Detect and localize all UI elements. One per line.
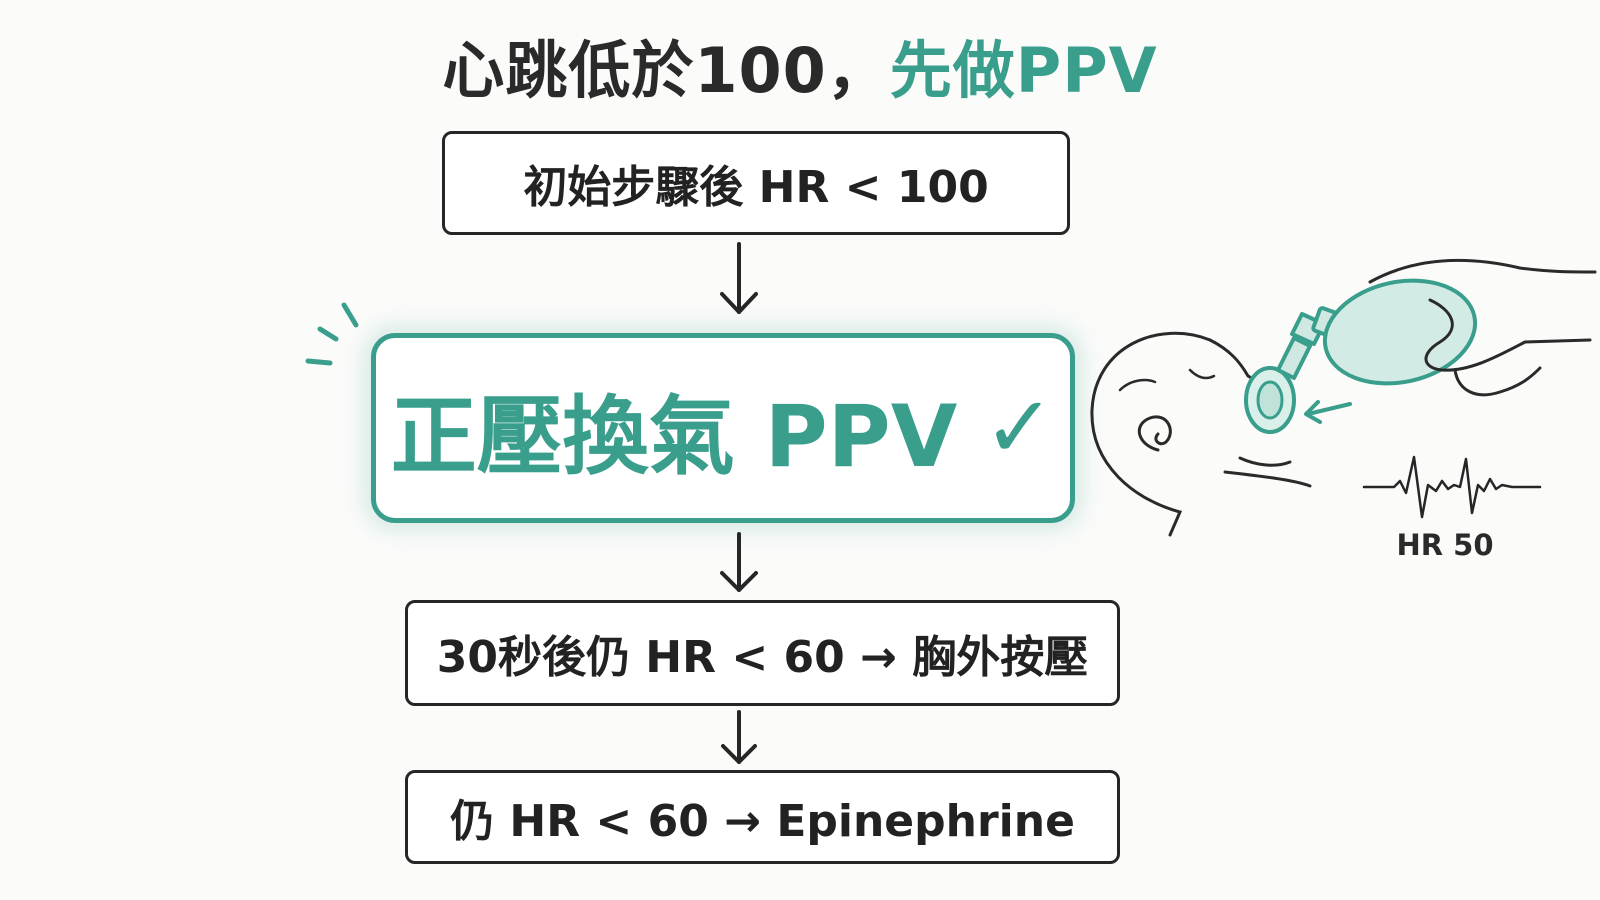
arrow-down-icon (720, 532, 758, 592)
infant-ppv-illustration (1090, 258, 1597, 537)
emphasis-lines-icon (305, 302, 359, 366)
title-part-accent: 先做PPV (889, 34, 1158, 107)
check-icon: ✓ (983, 378, 1056, 478)
step-compression-box: 30秒後仍 HR < 60 → 胸外按壓 (405, 600, 1120, 706)
title-part-main: 心跳低於100， (442, 34, 890, 107)
ecg-waveform-icon (1362, 455, 1542, 519)
step-ppv-text: 正壓換氣 PPV (390, 386, 958, 487)
step-initial-text: 初始步驟後 HR < 100 (523, 162, 989, 213)
step-epinephrine-box: 仍 HR < 60 → Epinephrine (405, 770, 1120, 864)
arrow-down-icon (720, 242, 758, 314)
step-ppv-box: 正壓換氣 PPV ✓ (371, 333, 1075, 523)
step-initial-box: 初始步驟後 HR < 100 (442, 131, 1070, 235)
step-compression-text: 30秒後仍 HR < 60 → 胸外按壓 (436, 632, 1089, 683)
step-epinephrine-text: 仍 HR < 60 → Epinephrine (450, 796, 1075, 847)
page-title: 心跳低於100，先做PPV (0, 20, 1600, 110)
arrow-down-icon (721, 710, 757, 764)
hr-readout-label: HR 50 (1396, 528, 1494, 562)
